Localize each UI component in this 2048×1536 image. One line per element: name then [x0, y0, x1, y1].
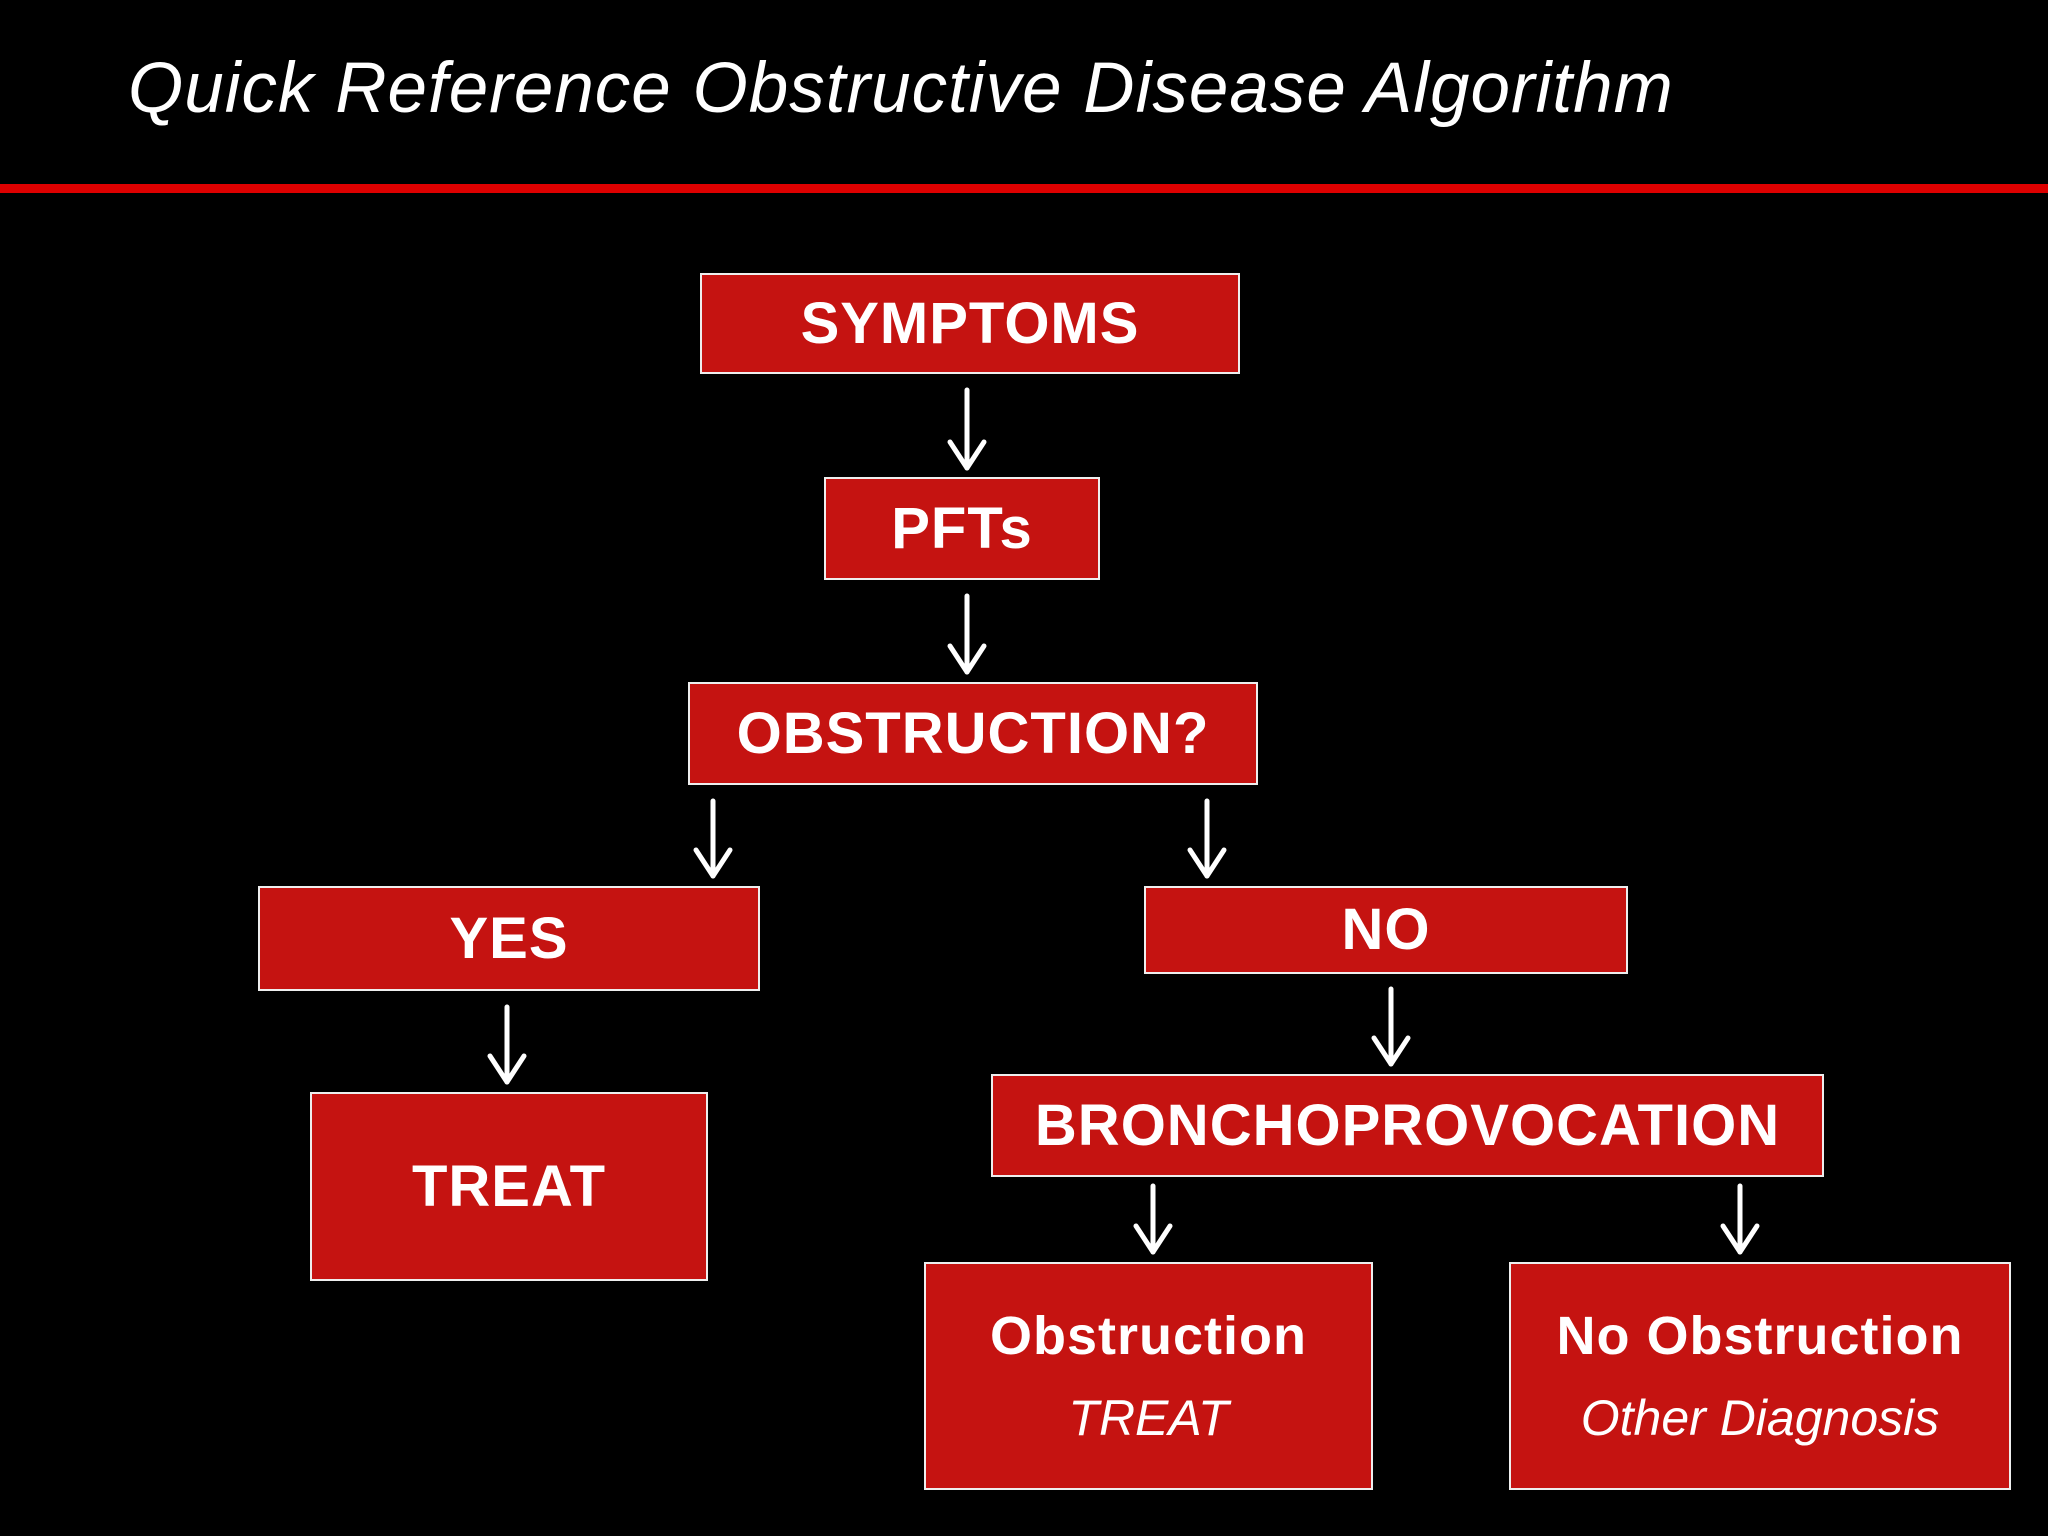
arrow-obstruction-to-yes [693, 798, 733, 879]
node-symptoms: SYMPTOMS [700, 273, 1240, 374]
arrow-yes-to-treat [487, 1004, 527, 1085]
node-yes-label: YES [449, 905, 569, 971]
title-divider-line [0, 184, 2048, 193]
node-bronchoprovocation: BRONCHOPROVOCATION [991, 1074, 1824, 1177]
arrow-symptoms-to-pfts [947, 387, 987, 471]
node-symptoms-label: SYMPTOMS [800, 290, 1140, 356]
arrow-bronchoprovocation-to-obstruction-result [1133, 1183, 1173, 1255]
node-result-no-obstruction-label: No Obstruction [1556, 1305, 1964, 1366]
node-treat: TREAT [310, 1092, 708, 1281]
node-obstruction-question-label: OBSTRUCTION? [736, 700, 1210, 766]
node-result-no-obstruction: No Obstruction Other Diagnosis [1509, 1262, 2011, 1490]
arrow-pfts-to-obstruction [947, 593, 987, 675]
node-result-obstruction-label: Obstruction [990, 1305, 1307, 1366]
node-result-obstruction-sublabel: TREAT [1068, 1390, 1229, 1447]
node-pfts-label: PFTs [891, 495, 1033, 561]
node-bronchoprovocation-label: BRONCHOPROVOCATION [1034, 1092, 1781, 1158]
node-obstruction-question: OBSTRUCTION? [688, 682, 1258, 785]
node-yes: YES [258, 886, 760, 991]
node-pfts: PFTs [824, 477, 1100, 580]
slide-title: Quick Reference Obstructive Disease Algo… [128, 49, 1674, 128]
node-treat-label: TREAT [411, 1153, 606, 1219]
node-no: NO [1144, 886, 1628, 974]
arrow-bronchoprovocation-to-no-obstruction-result [1720, 1183, 1760, 1255]
node-result-no-obstruction-sublabel: Other Diagnosis [1580, 1390, 1940, 1447]
node-no-label: NO [1341, 897, 1431, 962]
arrow-no-to-bronchoprovocation [1371, 986, 1411, 1067]
node-result-obstruction: Obstruction TREAT [924, 1262, 1373, 1490]
arrow-obstruction-to-no [1187, 798, 1227, 879]
